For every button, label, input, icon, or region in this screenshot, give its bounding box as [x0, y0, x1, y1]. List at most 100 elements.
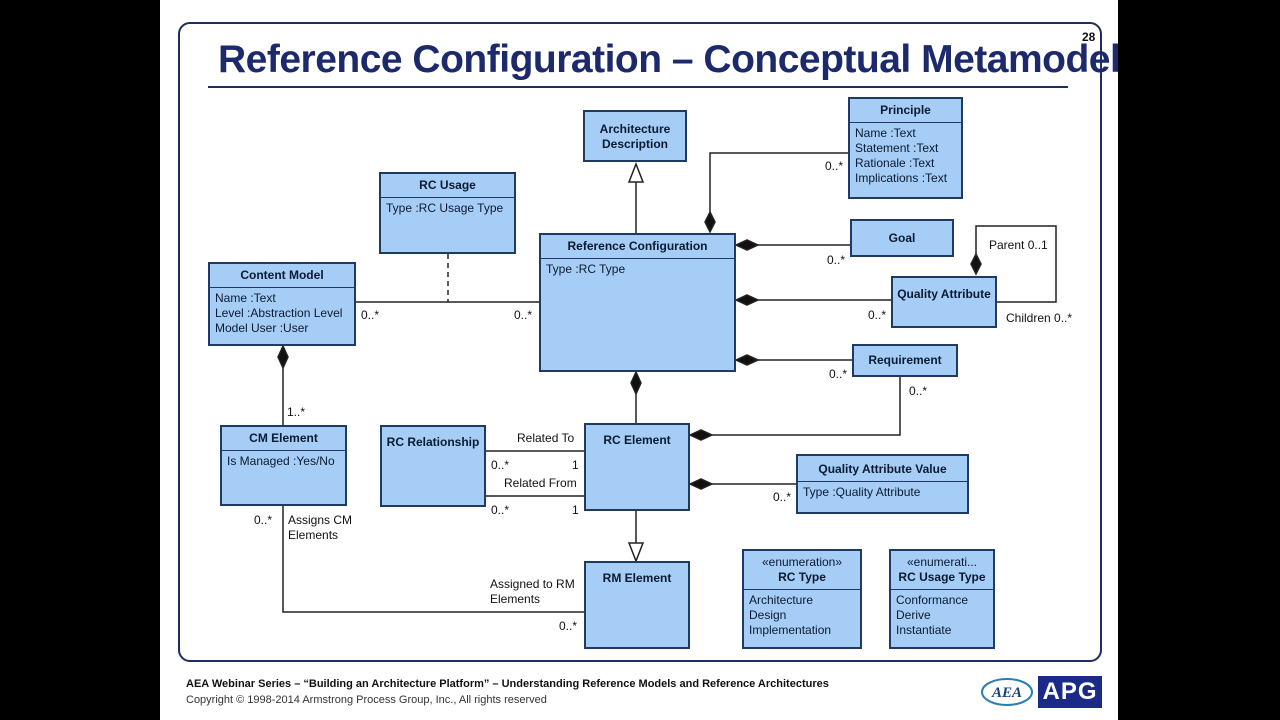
qav-diamond: [688, 478, 714, 490]
class-name: RC Usage: [381, 174, 514, 198]
class-name: Requirement: [868, 353, 942, 367]
class-attribute: Model User :User: [215, 321, 309, 335]
label-parent: Parent 0..1: [989, 238, 1048, 252]
label-principle-mult: 0..*: [825, 159, 844, 173]
class-goal[interactable]: Goal: [850, 219, 954, 257]
class-attribute: Is Managed :Yes/No: [227, 454, 335, 468]
generalization-arrow: [627, 161, 645, 183]
label-related-to: Related To: [517, 431, 575, 445]
footer-series: AEA Webinar Series – “Building an Archit…: [186, 678, 829, 690]
enum-header: «enumerati... RC Usage Type: [891, 551, 993, 590]
page-number: 28: [1082, 30, 1096, 44]
class-attribute: Rationale :Text: [855, 156, 935, 170]
generalization-rm-arrow: [627, 542, 645, 564]
label-related-to-src: 0..*: [491, 458, 510, 472]
aea-logo: AEA: [981, 678, 1033, 706]
label-cm-element-mult: 1..*: [287, 405, 306, 419]
class-attribute: Instantiate: [896, 623, 952, 637]
class-attribute: Level :Abstraction Level: [215, 306, 343, 320]
aea-logo-text: AEA: [991, 685, 1022, 701]
apg-logo: APG: [1038, 676, 1102, 708]
label-refconfig-assoc-mult: 0..*: [514, 308, 533, 322]
class-attribute: Statement :Text: [855, 141, 939, 155]
label-related-from-tgt: 1: [572, 503, 579, 517]
class-attribute: Name :Text: [855, 126, 916, 140]
slide: 28 Reference Configuration – Conceptual …: [160, 0, 1118, 720]
class-name: Principle: [850, 99, 961, 123]
label-assigned-to-rm: Assigned to RM Elements: [490, 577, 575, 606]
title-rule: [208, 86, 1068, 88]
label-related-to-tgt: 1: [572, 458, 579, 472]
label-children: Children 0..*: [1006, 311, 1073, 325]
qa-self-association: [975, 225, 1057, 303]
class-attribute: Conformance: [896, 593, 969, 607]
class-attribute: Design: [749, 608, 787, 622]
class-name: RC Element: [603, 433, 671, 447]
class-attribute: Type :RC Usage Type: [386, 201, 504, 215]
label-assigns-cm-mult: 0..*: [254, 513, 273, 527]
class-architecture-description[interactable]: Architecture Description: [583, 110, 687, 162]
requirement-diamond: [734, 354, 760, 366]
enum-stereotype: «enumerati...: [906, 555, 978, 569]
class-attributes: Type :RC Usage Type: [381, 198, 514, 219]
principle-diamond: [704, 210, 716, 234]
label-cm-mult: 0..*: [361, 308, 380, 322]
class-attribute: Derive: [896, 608, 931, 622]
class-name: RC Type: [778, 570, 826, 584]
goal-diamond: [734, 239, 760, 251]
label-qa-mult: 0..*: [868, 308, 887, 322]
slide-frame: [178, 22, 1102, 662]
principle-composition-line: [709, 152, 848, 212]
class-quality-attribute[interactable]: Quality Attribute: [891, 276, 997, 328]
footer-copyright: Copyright © 1998-2014 Armstrong Process …: [186, 694, 547, 706]
class-attribute: Name :Text: [215, 291, 276, 305]
qa-parent-diamond: [970, 252, 982, 276]
label-related-from-src: 0..*: [491, 503, 510, 517]
diagram-connectors: [277, 152, 1057, 613]
class-rc-relationship[interactable]: RC Relationship: [380, 425, 486, 507]
class-name: Quality Attribute: [897, 287, 991, 301]
refconfig-diamond: [630, 370, 642, 396]
class-name: Quality Attribute Value: [798, 456, 967, 482]
cm-rm-association: [282, 506, 584, 613]
class-name: Architecture Description: [599, 122, 671, 151]
class-requirement[interactable]: Requirement: [852, 344, 958, 377]
class-name: RC Relationship: [386, 435, 480, 449]
class-reference-configuration[interactable]: Reference Configuration Type :RC Type: [539, 233, 736, 372]
label-req-element-mult: 0..*: [909, 384, 928, 398]
class-quality-attribute-value[interactable]: Quality Attribute Value Type :Quality At…: [796, 454, 969, 514]
label-related-from: Related From: [504, 476, 577, 490]
class-attributes: Type :RC Type: [541, 259, 734, 280]
class-attribute: Implementation: [749, 623, 832, 637]
class-rc-usage[interactable]: RC Usage Type :RC Usage Type: [379, 172, 516, 254]
enum-header: «enumeration» RC Type: [744, 551, 860, 590]
requirement-rcelement-line: [712, 377, 901, 436]
class-rm-element[interactable]: RM Element: [584, 561, 690, 649]
class-name: RC Usage Type: [898, 570, 986, 584]
label-qav-mult: 0..*: [773, 490, 792, 504]
label-assigns-cm: Assigns CM Elements: [288, 513, 353, 542]
slide-title: Reference Configuration – Conceptual Met…: [218, 38, 1118, 81]
class-name: Content Model: [210, 264, 354, 288]
qa-diamond: [734, 294, 760, 306]
class-attributes: Type :Quality Attribute: [798, 482, 967, 503]
label-req-mult: 0..*: [829, 367, 848, 381]
class-attribute: Architecture: [749, 593, 814, 607]
class-attribute: Type :Quality Attribute: [803, 485, 921, 499]
class-name: CM Element: [222, 427, 345, 451]
class-name: RM Element: [602, 571, 672, 585]
class-cm-element[interactable]: CM Element Is Managed :Yes/No: [220, 425, 347, 506]
class-name: Reference Configuration: [541, 235, 734, 259]
label-assigned-to-rm-mult: 0..*: [559, 619, 578, 633]
class-rc-element[interactable]: RC Element: [584, 423, 690, 511]
class-name: Goal: [888, 231, 916, 245]
class-attribute: Type :RC Type: [546, 262, 626, 276]
